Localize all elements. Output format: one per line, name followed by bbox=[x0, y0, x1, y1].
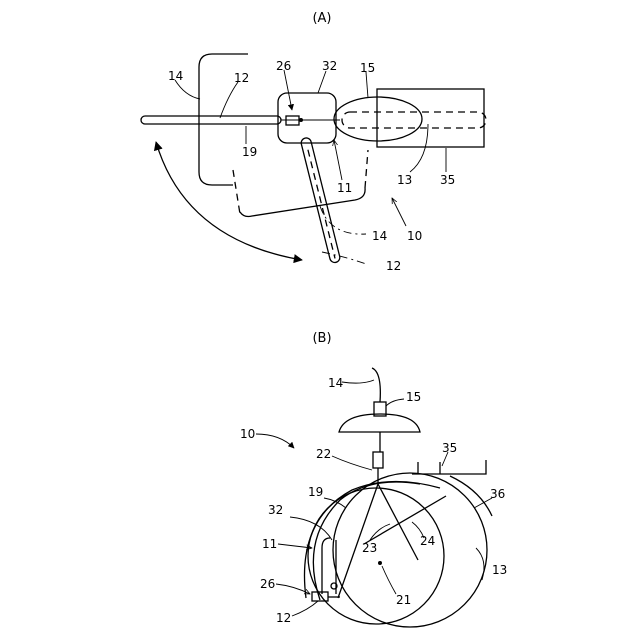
bracket-35 bbox=[412, 460, 486, 474]
leader-14b bbox=[320, 206, 366, 234]
sweep-arrow bbox=[156, 142, 302, 260]
label-b-10: 10 bbox=[240, 427, 255, 441]
label-10: 10 bbox=[407, 229, 422, 243]
hub-21 bbox=[378, 561, 382, 565]
label-35: 35 bbox=[440, 173, 455, 187]
leader-10-b bbox=[256, 434, 294, 448]
label-19: 19 bbox=[242, 145, 257, 159]
ring-36 bbox=[450, 476, 492, 516]
figure-b-caption: (B) bbox=[312, 331, 331, 346]
leader-13 bbox=[410, 124, 428, 172]
leader-12-b bbox=[292, 601, 318, 616]
leader-11 bbox=[334, 140, 342, 180]
lever-11 bbox=[322, 538, 330, 594]
leader-26 bbox=[284, 70, 292, 110]
label-b-22: 22 bbox=[316, 447, 331, 461]
pivot-dot bbox=[299, 118, 303, 122]
leader-21 bbox=[382, 566, 396, 594]
label-12b: 12 bbox=[386, 259, 401, 273]
leader-22 bbox=[332, 456, 372, 470]
label-b-13: 13 bbox=[492, 563, 507, 577]
bar-12-rotated bbox=[300, 137, 341, 264]
frame-14-dashed-right bbox=[365, 150, 368, 188]
leader-10 bbox=[392, 198, 406, 226]
label-13: 13 bbox=[397, 173, 412, 187]
figure-a-caption: (A) bbox=[312, 11, 331, 26]
label-15: 15 bbox=[360, 61, 375, 75]
label-b-26: 26 bbox=[260, 577, 275, 591]
label-11: 11 bbox=[337, 181, 352, 195]
leader-12 bbox=[220, 82, 238, 118]
label-b-24: 24 bbox=[420, 534, 435, 548]
frame-14-dashed bbox=[233, 170, 240, 214]
sensor-26 bbox=[286, 116, 299, 125]
label-b-23: 23 bbox=[362, 541, 377, 555]
leader-23 bbox=[370, 524, 390, 540]
label-b-32: 32 bbox=[268, 503, 283, 517]
label-32: 32 bbox=[322, 59, 337, 73]
label-26: 26 bbox=[276, 59, 291, 73]
label-b-35: 35 bbox=[442, 441, 457, 455]
ellipse-15 bbox=[334, 97, 422, 141]
housing-32 bbox=[278, 93, 336, 143]
leader-15-b bbox=[386, 399, 404, 406]
leader-32 bbox=[318, 71, 326, 93]
label-b-12: 12 bbox=[276, 611, 291, 625]
label-14: 14 bbox=[168, 69, 183, 83]
label-b-36: 36 bbox=[490, 487, 505, 501]
label-b-14: 14 bbox=[328, 376, 343, 390]
label-b-15: 15 bbox=[406, 390, 421, 404]
leader-14-b bbox=[342, 380, 374, 383]
label-14b: 14 bbox=[372, 229, 387, 243]
figure-a: (A) bbox=[141, 11, 486, 273]
leader-11-b bbox=[278, 544, 312, 548]
bar-12 bbox=[141, 116, 281, 124]
component-15-bell bbox=[339, 414, 420, 432]
leader-13-b bbox=[476, 548, 484, 580]
leader-15 bbox=[366, 72, 368, 98]
label-b-21: 21 bbox=[396, 593, 411, 607]
component-22 bbox=[373, 452, 383, 468]
leader-12b bbox=[322, 252, 366, 264]
figure-b: (B) bbox=[240, 331, 507, 627]
label-b-11: 11 bbox=[262, 537, 277, 551]
element-14 bbox=[372, 368, 380, 402]
label-b-19: 19 bbox=[308, 485, 323, 499]
track-13 bbox=[342, 112, 486, 128]
leader-19-b bbox=[324, 498, 346, 508]
label-12: 12 bbox=[234, 71, 249, 85]
